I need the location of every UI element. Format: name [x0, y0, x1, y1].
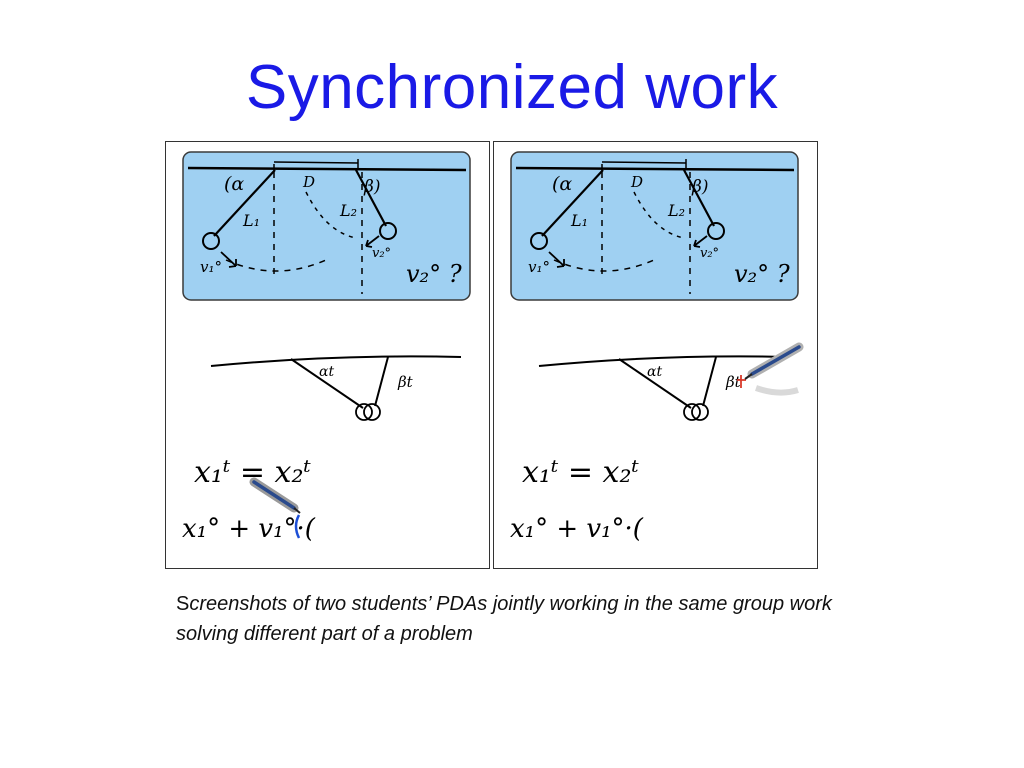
label-v1: v₁°	[528, 258, 550, 276]
caption-text: creenshots of two students’ PDAs jointly…	[176, 593, 832, 645]
sketch-canvas-right: (α D β) L₁ L₂ v₁° v₂° v₂° ? αt βt x₁ᵗ = …	[510, 151, 804, 544]
label-alpha-t: αt	[647, 364, 662, 380]
label-alpha: (α	[224, 173, 244, 195]
label-d: D	[630, 173, 643, 191]
label-l2: L₂	[667, 201, 685, 220]
label-l1: L₁	[242, 211, 260, 230]
equation-2: x₁° + v₁°·(	[510, 514, 644, 544]
label-l2: L₂	[339, 201, 357, 220]
active-ink-stroke	[294, 514, 301, 539]
label-v2-question: v₂° ?	[406, 260, 462, 288]
pen-icon	[249, 477, 301, 514]
equation-1: x₁ᵗ = x₂ᵗ	[522, 455, 639, 490]
label-v2-small: v₂°	[700, 246, 719, 261]
pda-screenshot-left: (α D β) L₁ L₂ v₁° v₂° v₂° ? αt βt x₁ᵗ = …	[165, 141, 490, 569]
label-v1: v₁°	[200, 258, 222, 276]
label-beta: β)	[691, 177, 708, 197]
pen-icon	[744, 342, 804, 396]
problem-box	[510, 151, 799, 301]
slide-caption: Screenshots of two students’ PDAs jointl…	[176, 589, 856, 649]
label-beta: β)	[363, 177, 380, 197]
label-v2-question: v₂° ?	[734, 260, 790, 288]
equation-2: x₁° + v₁°·(	[182, 514, 316, 544]
active-ink-stroke	[737, 375, 746, 388]
label-l1: L₁	[570, 211, 588, 230]
caption-first-letter: S	[176, 593, 190, 615]
slide-title: Synchronized work	[245, 53, 779, 122]
label-beta-t: βt	[397, 373, 414, 391]
label-v2-small: v₂°	[372, 246, 391, 261]
problem-box	[182, 151, 471, 301]
pda-screenshot-right: (α D β) L₁ L₂ v₁° v₂° v₂° ? αt βt x₁ᵗ = …	[493, 141, 818, 569]
sketch-canvas-left: (α D β) L₁ L₂ v₁° v₂° v₂° ? αt βt x₁ᵗ = …	[182, 151, 471, 544]
label-d: D	[302, 173, 315, 191]
label-beta-t: βt	[725, 373, 742, 391]
label-alpha-t: αt	[319, 364, 334, 380]
label-alpha: (α	[552, 173, 572, 195]
